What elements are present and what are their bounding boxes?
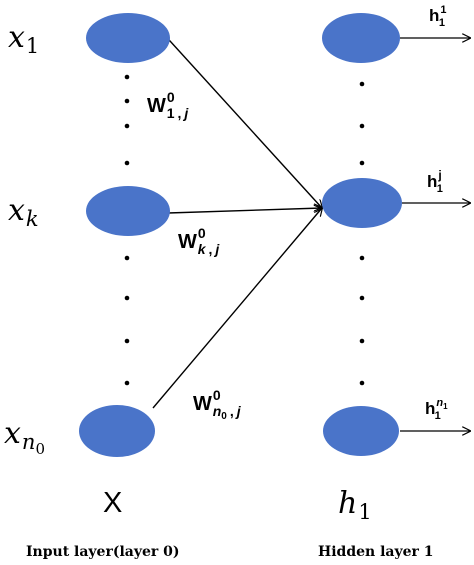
hidden-ellipsis-dots <box>359 81 365 386</box>
input-label-x1: x1 <box>8 20 39 58</box>
input-node-n0 <box>79 405 155 457</box>
hidden-node-j <box>322 178 402 228</box>
hidden-layer-caption: Hidden layer 1 <box>318 544 434 560</box>
input-node-1 <box>86 13 170 63</box>
edge-xk-to-hj <box>167 208 322 214</box>
hidden-node-n1 <box>323 406 399 456</box>
edge-x1-to-hj <box>159 29 322 208</box>
input-ellipsis-dots <box>124 74 130 386</box>
input-node-k <box>86 186 170 236</box>
input-layer-caption: Input layer(layer 0) <box>26 544 180 560</box>
input-label-xn0: xn0 <box>4 416 45 458</box>
input-label-xk: xk <box>8 193 39 231</box>
hidden-vector-label: h1 <box>338 486 372 524</box>
hidden-node-1 <box>322 13 400 63</box>
input-vector-label: X <box>103 487 122 519</box>
edge-xn0-to-hj <box>152 208 322 409</box>
